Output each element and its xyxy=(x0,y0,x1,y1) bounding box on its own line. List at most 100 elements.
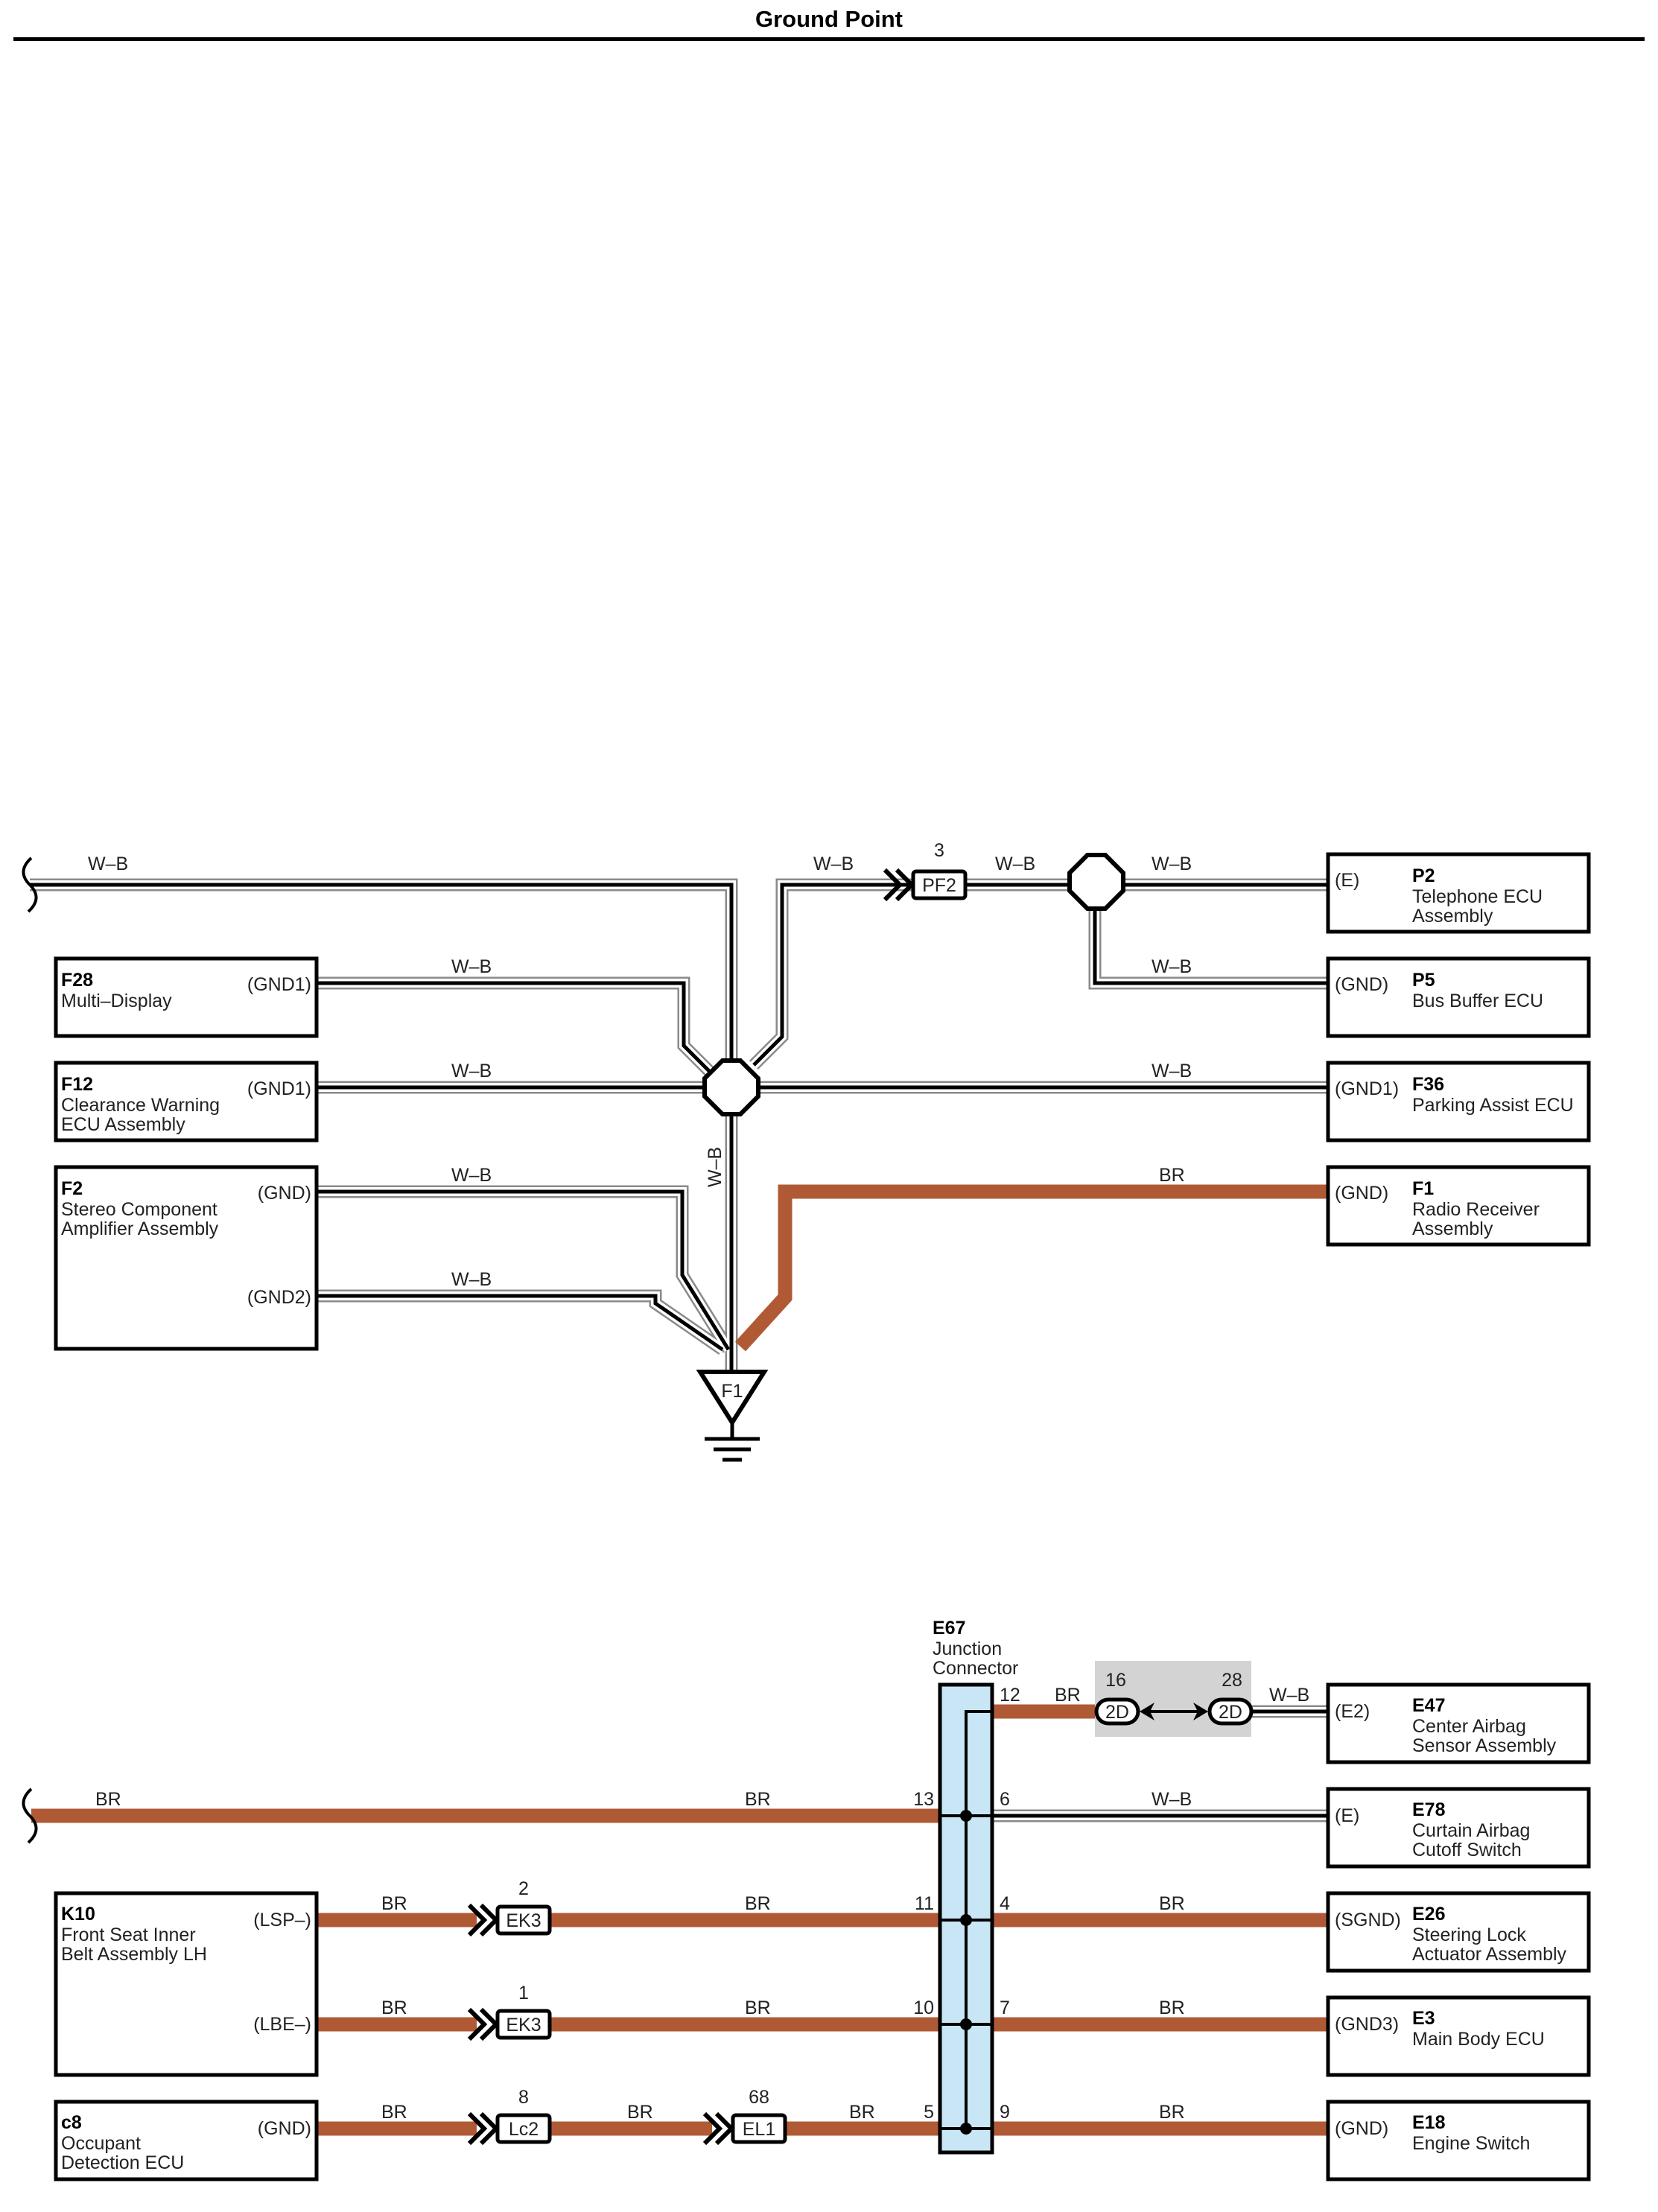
wb-wires-top xyxy=(30,878,1330,1370)
component-f36: (GND1) F36 Parking Assist ECU xyxy=(1326,1061,1591,1142)
svg-text:Stereo Component: Stereo Component xyxy=(61,1199,217,1220)
component-e3: (GND3) E3 Main Body ECU xyxy=(1326,1995,1591,2077)
svg-text:9: 9 xyxy=(1000,2102,1010,2123)
wire-break-mark-bottom xyxy=(22,1787,38,1844)
svg-text:BR: BR xyxy=(1159,2102,1185,2123)
component-f1: (GND) F1 Radio Receiver Assembly xyxy=(1326,1165,1591,1247)
svg-text:Curtain Airbag: Curtain Airbag xyxy=(1412,1820,1530,1841)
svg-text:W–B: W–B xyxy=(88,854,128,874)
svg-text:BR: BR xyxy=(381,1893,407,1914)
svg-text:(GND2): (GND2) xyxy=(247,1287,311,1308)
svg-text:Occupant: Occupant xyxy=(61,2133,141,2154)
connector-ek3-a: EK3 2 xyxy=(467,1878,552,1937)
wire-p5 xyxy=(1088,909,1330,990)
svg-text:c8: c8 xyxy=(61,2112,82,2133)
svg-text:E78: E78 xyxy=(1412,1799,1446,1820)
connector-pf2: PF2 3 xyxy=(883,840,968,902)
svg-text:BR: BR xyxy=(745,1893,771,1914)
svg-text:7: 7 xyxy=(1000,1998,1010,2018)
svg-text:Assembly: Assembly xyxy=(1412,1218,1493,1239)
svg-text:Steering Lock: Steering Lock xyxy=(1412,1925,1526,1945)
svg-text:68: 68 xyxy=(749,2087,769,2108)
svg-text:E67: E67 xyxy=(933,1618,965,1639)
svg-text:BR: BR xyxy=(381,1998,407,2018)
svg-text:(GND): (GND) xyxy=(1335,974,1388,995)
svg-text:8: 8 xyxy=(518,2087,529,2108)
svg-text:(LSP–): (LSP–) xyxy=(253,1910,311,1930)
svg-text:Actuator Assembly: Actuator Assembly xyxy=(1412,1944,1567,1965)
connector-lc2: Lc2 8 xyxy=(467,2087,552,2146)
component-f28: F28 Multi–Display (GND1) xyxy=(54,956,319,1038)
svg-text:BR: BR xyxy=(849,2102,875,2123)
title-rule xyxy=(13,37,1645,41)
svg-text:BR: BR xyxy=(95,1789,121,1810)
junction-octagon-center xyxy=(702,1058,760,1116)
svg-text:(SGND): (SGND) xyxy=(1335,1910,1401,1930)
svg-text:F28: F28 xyxy=(61,970,93,991)
svg-text:Engine Switch: Engine Switch xyxy=(1412,2133,1530,2154)
svg-text:(GND1): (GND1) xyxy=(247,974,311,995)
wire-f28 xyxy=(317,976,716,1078)
svg-text:Connector: Connector xyxy=(933,1658,1018,1679)
svg-text:Junction: Junction xyxy=(933,1639,1002,1659)
component-k10: K10 Front Seat Inner Belt Assembly LH (L… xyxy=(54,1891,319,2077)
svg-text:BR: BR xyxy=(745,1789,771,1810)
svg-text:W–B: W–B xyxy=(1152,1789,1192,1810)
svg-text:Amplifier Assembly: Amplifier Assembly xyxy=(61,1218,219,1239)
svg-text:6: 6 xyxy=(1000,1789,1010,1810)
svg-text:F12: F12 xyxy=(61,1074,93,1095)
svg-text:(LBE–): (LBE–) xyxy=(253,2014,311,2035)
svg-text:16: 16 xyxy=(1105,1670,1126,1691)
svg-text:P5: P5 xyxy=(1412,970,1435,991)
svg-text:Bus Buffer ECU: Bus Buffer ECU xyxy=(1412,991,1543,1011)
page-title: Ground Point xyxy=(755,6,903,32)
svg-text:E18: E18 xyxy=(1412,2112,1446,2133)
svg-text:13: 13 xyxy=(913,1789,934,1810)
svg-text:K10: K10 xyxy=(61,1904,95,1925)
svg-text:F2: F2 xyxy=(61,1178,83,1199)
svg-text:1: 1 xyxy=(518,1983,529,2003)
junction-connector-e67: E67 Junction Connector xyxy=(933,1618,1018,2155)
svg-text:ECU Assembly: ECU Assembly xyxy=(61,1114,185,1135)
pf2-label: PF2 xyxy=(922,875,956,896)
wb-wires-bottom xyxy=(994,1705,1330,1822)
svg-text:Assembly: Assembly xyxy=(1412,906,1493,927)
svg-text:EK3: EK3 xyxy=(506,1910,541,1931)
junction-octagon-right xyxy=(1067,853,1125,911)
svg-text:E26: E26 xyxy=(1412,1904,1445,1925)
svg-text:BR: BR xyxy=(381,2102,407,2123)
svg-text:E47: E47 xyxy=(1412,1695,1445,1716)
ground-symbol: F1 xyxy=(696,1370,769,1462)
svg-text:Lc2: Lc2 xyxy=(509,2119,539,2140)
svg-text:W–B: W–B xyxy=(1152,1061,1192,1081)
svg-text:BR: BR xyxy=(1159,1893,1185,1914)
component-c8: c8 Occupant Detection ECU (GND) xyxy=(54,2100,319,2181)
svg-text:F36: F36 xyxy=(1412,1074,1444,1095)
wire-f2-gnd xyxy=(317,1185,734,1353)
svg-text:W–B: W–B xyxy=(1152,854,1192,874)
svg-text:Telephone ECU: Telephone ECU xyxy=(1412,886,1543,907)
svg-text:(E): (E) xyxy=(1335,1805,1359,1826)
svg-text:(E2): (E2) xyxy=(1335,1701,1370,1722)
svg-text:W–B: W–B xyxy=(1269,1685,1309,1706)
component-p2: (E) P2 Telephone ECU Assembly xyxy=(1326,852,1591,934)
svg-text:4: 4 xyxy=(1000,1893,1010,1914)
ground-label: F1 xyxy=(721,1381,743,1402)
svg-text:EK3: EK3 xyxy=(506,2015,541,2035)
svg-text:Belt Assembly LH: Belt Assembly LH xyxy=(61,1944,207,1965)
svg-text:W–B: W–B xyxy=(705,1147,725,1187)
component-e18: (GND) E18 Engine Switch xyxy=(1326,2100,1591,2181)
svg-text:W–B: W–B xyxy=(451,1269,492,1290)
br-wire-f1-ground xyxy=(734,1184,1330,1352)
pf2-pin: 3 xyxy=(934,840,944,861)
connector-ek3-b: EK3 1 xyxy=(467,1983,552,2041)
component-e47: (E2) E47 Center Airbag Sensor Assembly xyxy=(1326,1682,1591,1764)
svg-text:(GND1): (GND1) xyxy=(1335,1078,1399,1099)
svg-text:W–B: W–B xyxy=(1152,956,1192,977)
connector-2d-pair: 2D 16 2D 28 xyxy=(1094,1661,1254,1737)
component-f2: F2 Stereo Component Amplifier Assembly (… xyxy=(54,1165,319,1351)
svg-text:(GND): (GND) xyxy=(258,1183,311,1204)
svg-text:BR: BR xyxy=(1055,1685,1081,1706)
svg-text:BR: BR xyxy=(745,1998,771,2018)
